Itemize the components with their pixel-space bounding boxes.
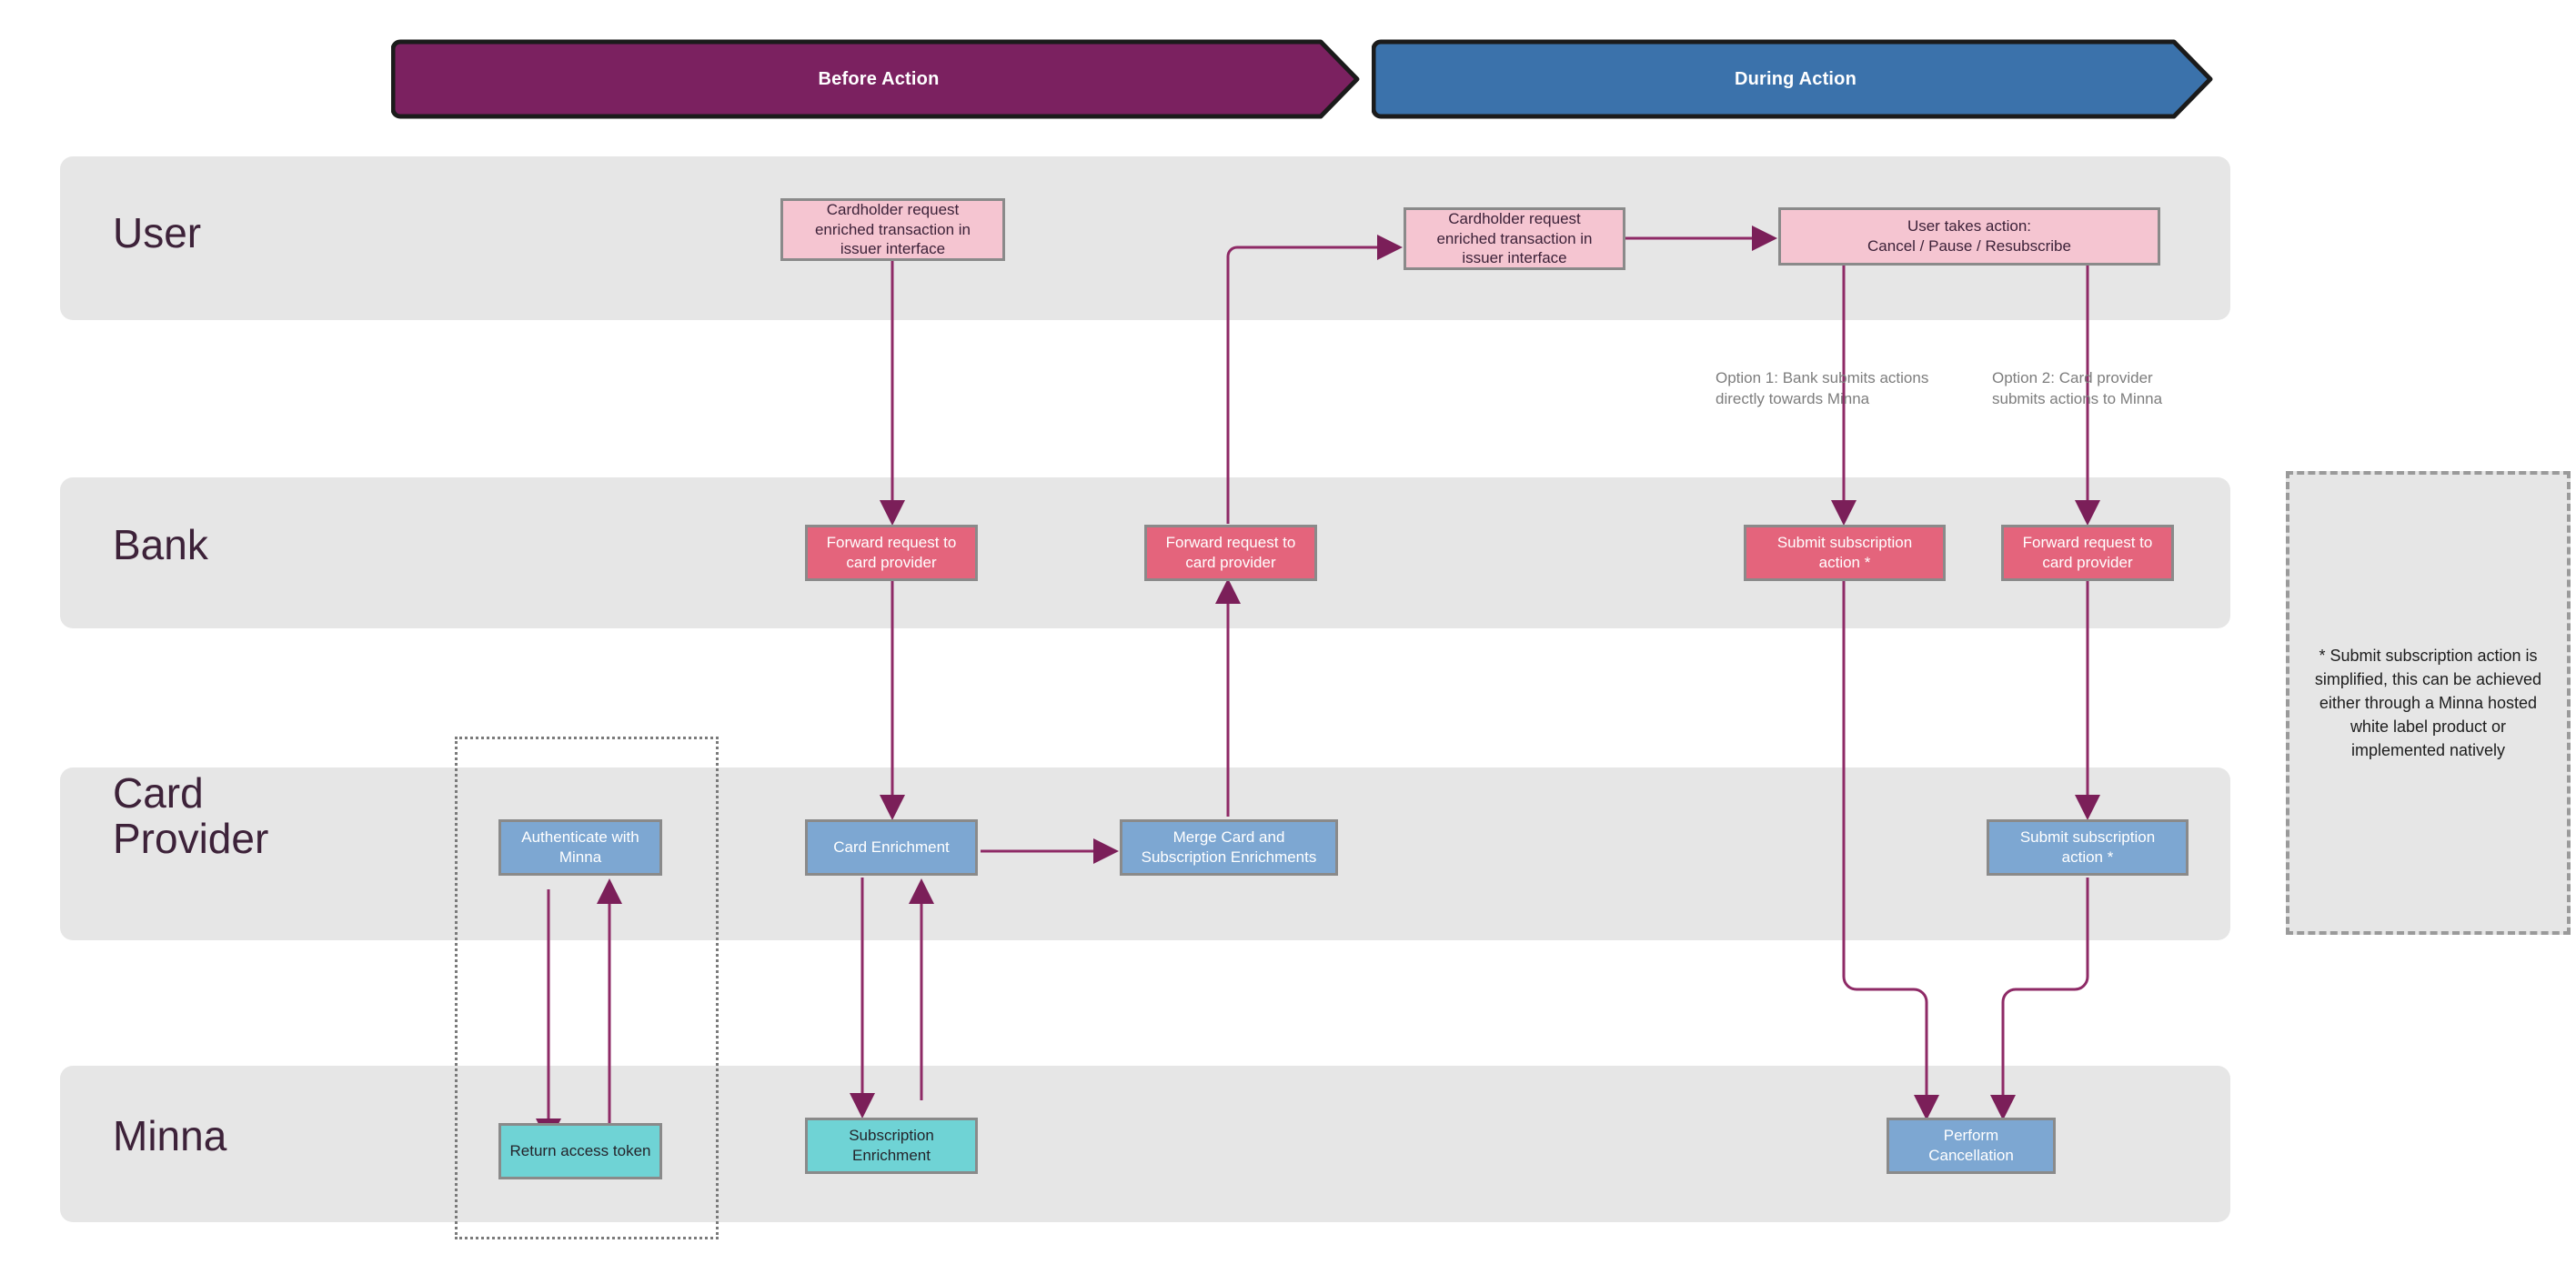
annotation-option-1: Option 1: Bank submits actions directly … bbox=[1716, 369, 1929, 407]
phase-banner-during-action[interactable]: During Action bbox=[1372, 38, 2219, 120]
swimlane-title-card-provider: Card Provider bbox=[113, 769, 269, 862]
node-user-takes-action[interactable]: User takes action: Cancel / Pause / Resu… bbox=[1778, 207, 2160, 266]
node-cardholder-request-2[interactable]: Cardholder request enriched transaction … bbox=[1404, 207, 1625, 270]
node-forward-request-3[interactable]: Forward request to card provider bbox=[2001, 525, 2174, 581]
node-subscription-enrichment[interactable]: Subscription Enrichment bbox=[805, 1118, 978, 1174]
swimlane-title-bank: Bank bbox=[113, 521, 208, 568]
node-submit-subscription-card[interactable]: Submit subscription action * bbox=[1987, 819, 2189, 876]
phase-chevron-shape bbox=[1372, 39, 2213, 119]
phase-chevron-shape bbox=[391, 39, 1360, 119]
footnote-text: * Submit subscription action is simplifi… bbox=[2314, 646, 2542, 760]
node-return-access-token[interactable]: Return access token bbox=[498, 1123, 662, 1179]
node-perform-cancellation[interactable]: Perform Cancellation bbox=[1887, 1118, 2056, 1174]
node-merge-enrichments[interactable]: Merge Card and Subscription Enrichments bbox=[1120, 819, 1338, 876]
node-forward-request-2[interactable]: Forward request to card provider bbox=[1144, 525, 1317, 581]
node-cardholder-request-1[interactable]: Cardholder request enriched transaction … bbox=[780, 198, 1005, 261]
annotation-option-2: Option 2: Card provider submits actions … bbox=[1992, 369, 2163, 407]
node-forward-request-1[interactable]: Forward request to card provider bbox=[805, 525, 978, 581]
node-submit-subscription-bank[interactable]: Submit subscription action * bbox=[1744, 525, 1946, 581]
authentication-group-box bbox=[455, 737, 719, 1239]
swimlane-title-minna: Minna bbox=[113, 1112, 227, 1159]
footnote-panel: * Submit subscription action is simplifi… bbox=[2286, 471, 2571, 935]
phase-banner-before-action[interactable]: Before Action bbox=[391, 38, 1366, 120]
node-card-enrichment[interactable]: Card Enrichment bbox=[805, 819, 978, 876]
swimlane-title-user: User bbox=[113, 209, 202, 256]
node-authenticate-with-minna[interactable]: Authenticate with Minna bbox=[498, 819, 662, 876]
